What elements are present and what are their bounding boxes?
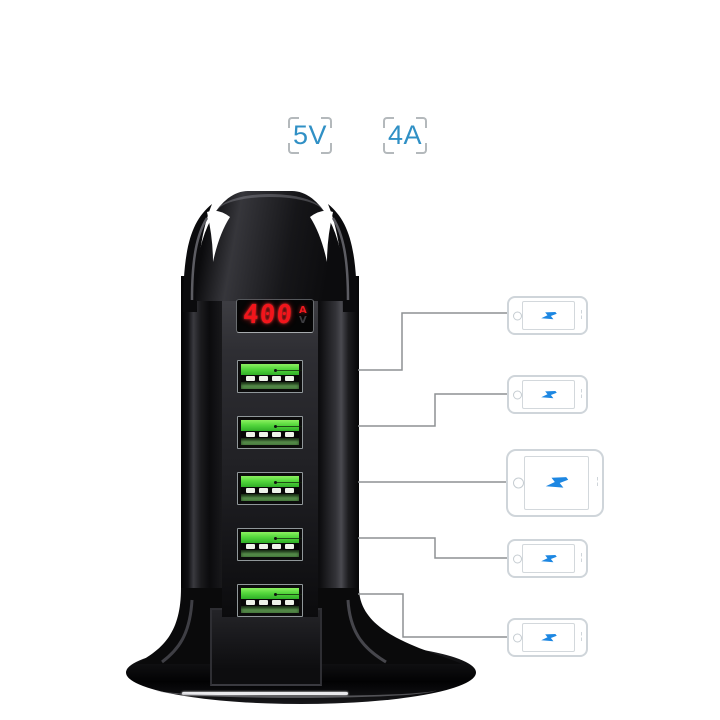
connector-dot	[274, 369, 277, 372]
connector-line-2	[358, 393, 507, 427]
base-rim-shadow	[156, 682, 436, 698]
usb-port-3	[237, 472, 303, 505]
tower-front-panel	[222, 293, 318, 617]
bracket-corner	[288, 117, 299, 128]
home-button	[513, 477, 524, 489]
display-digits: 400	[242, 300, 295, 330]
display-units: A V	[299, 300, 313, 332]
charging-bolt-icon	[540, 390, 557, 398]
usb-recess	[241, 606, 299, 613]
device-phone-5	[507, 618, 588, 657]
home-button	[513, 311, 522, 320]
speaker-marks	[597, 477, 598, 489]
device-phone-2	[507, 375, 588, 414]
volt-indicator: V	[299, 315, 307, 326]
usb-port-4	[237, 528, 303, 561]
bracket-corner	[383, 117, 394, 128]
charging-bolt-icon	[545, 477, 568, 488]
bracket-corner	[416, 143, 427, 154]
device-screen	[522, 301, 575, 330]
cap-gloss-highlight	[216, 194, 324, 231]
usb-recess	[241, 494, 299, 501]
home-button	[513, 390, 522, 399]
bracket-corner	[321, 143, 332, 154]
tower-cap	[196, 191, 344, 301]
usb-recess	[241, 382, 299, 389]
connector-line-4	[358, 537, 507, 559]
device-screen	[524, 456, 589, 510]
usb-pins	[241, 487, 299, 494]
usb-pins	[241, 599, 299, 606]
usb-pins	[241, 543, 299, 550]
connector-stub	[277, 370, 302, 371]
device-phone-4	[507, 539, 588, 578]
amperage-badge: 4A	[383, 117, 427, 154]
usb-recess	[241, 550, 299, 557]
voltage-badge: 5V	[288, 117, 332, 154]
usb-port-1	[237, 360, 303, 393]
usb-port-2	[237, 416, 303, 449]
charging-bolt-icon	[540, 554, 557, 562]
connector-line-1	[358, 312, 507, 371]
usb-pins	[241, 375, 299, 382]
amp-indicator: A	[299, 305, 307, 316]
usb-recess	[241, 438, 299, 445]
led-display: 400 A V	[236, 299, 314, 333]
connector-line-5	[358, 593, 508, 638]
bracket-corner	[288, 143, 299, 154]
usb-tongue	[241, 364, 299, 375]
connector-dot	[274, 537, 277, 540]
connector-stub	[277, 594, 302, 595]
pedestal-front-panel	[210, 608, 322, 686]
usb-tongue	[241, 476, 299, 487]
connector-dot	[274, 481, 277, 484]
charging-bolt-icon	[540, 633, 557, 641]
device-screen	[522, 623, 575, 652]
connector-stub	[277, 482, 302, 483]
usb-tongue	[241, 532, 299, 543]
device-tablet-3	[506, 449, 604, 517]
bracket-corner	[383, 143, 394, 154]
device-phone-1	[507, 296, 588, 335]
usb-tongue	[241, 420, 299, 431]
home-button	[513, 554, 522, 563]
usb-tongue	[241, 588, 299, 599]
bracket-corner	[416, 117, 427, 128]
device-screen	[522, 544, 575, 573]
speaker-marks	[581, 309, 582, 322]
home-button	[513, 633, 522, 642]
bracket-corner	[321, 117, 332, 128]
connector-stub	[277, 426, 302, 427]
usb-pins	[241, 431, 299, 438]
charging-bolt-icon	[540, 311, 557, 319]
speaker-marks	[581, 388, 582, 401]
device-screen	[522, 380, 575, 409]
connector-stub	[277, 538, 302, 539]
speaker-marks	[581, 631, 582, 644]
connector-dot	[274, 425, 277, 428]
speaker-marks	[581, 552, 582, 565]
usb-port-5	[237, 584, 303, 617]
